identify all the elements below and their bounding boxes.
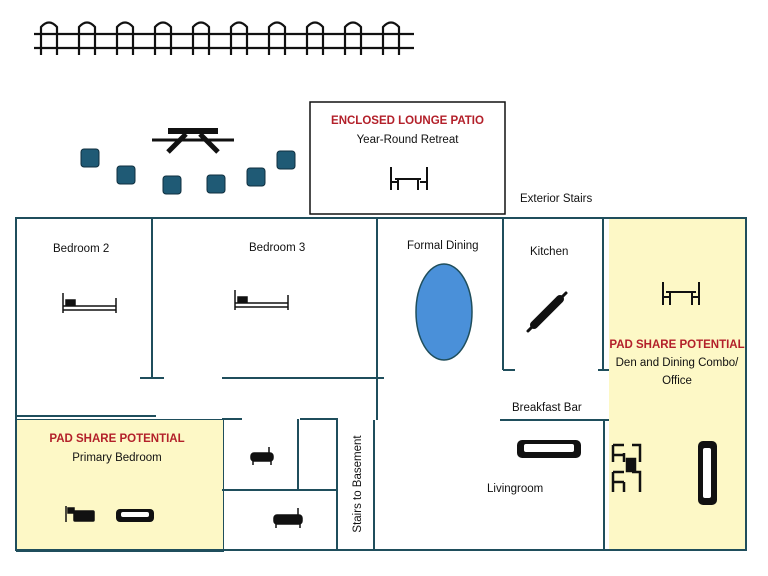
bed-icon [234, 290, 289, 310]
patio-title: ENCLOSED LOUNGE PATIO [331, 115, 484, 127]
den-suite-highlight [609, 218, 745, 550]
table-chairs-icon [662, 282, 700, 305]
bed-icon [65, 506, 95, 522]
rolling-pin-icon [526, 291, 568, 333]
bedroom2-label: Bedroom 2 [53, 243, 110, 255]
sofa-icon [698, 441, 717, 505]
chair-icon [162, 175, 182, 195]
bedroom3-label: Bedroom 3 [249, 242, 306, 254]
sofa-icon [517, 440, 581, 458]
patio-subtitle: Year-Round Retreat [356, 134, 459, 146]
den-name-line1: Den and Dining Combo/ [615, 357, 739, 369]
primary-badge: PAD SHARE POTENTIAL [49, 433, 185, 445]
chairs-icon [611, 443, 642, 492]
primary-name: Primary Bedroom [72, 452, 162, 464]
den-name-line2: Office [662, 375, 692, 387]
chair-icon [206, 174, 226, 194]
chair-icon [116, 165, 136, 185]
livingroom-label: Livingroom [487, 483, 544, 495]
stairs-basement-label: Stairs to Basement [352, 435, 364, 533]
bathtub-icon [250, 447, 274, 465]
chair-icon [246, 167, 266, 187]
breakfast-bar-label: Breakfast Bar [512, 402, 582, 414]
kitchen-label: Kitchen [530, 246, 569, 258]
fence-icon [34, 21, 414, 55]
formal-dining-label: Formal Dining [407, 240, 479, 252]
exterior-stairs-label: Exterior Stairs [520, 193, 593, 205]
picnic-table-icon [152, 128, 234, 154]
primary-suite-highlight [16, 419, 224, 552]
bed-icon [62, 293, 117, 313]
chair-icon [276, 150, 296, 170]
oval-table-icon [415, 263, 473, 361]
sofa-icon [116, 509, 154, 522]
chair-icon [80, 148, 100, 168]
den-badge: PAD SHARE POTENTIAL [609, 339, 745, 351]
bathtub-icon [273, 508, 303, 528]
table-chairs-icon [390, 167, 428, 190]
